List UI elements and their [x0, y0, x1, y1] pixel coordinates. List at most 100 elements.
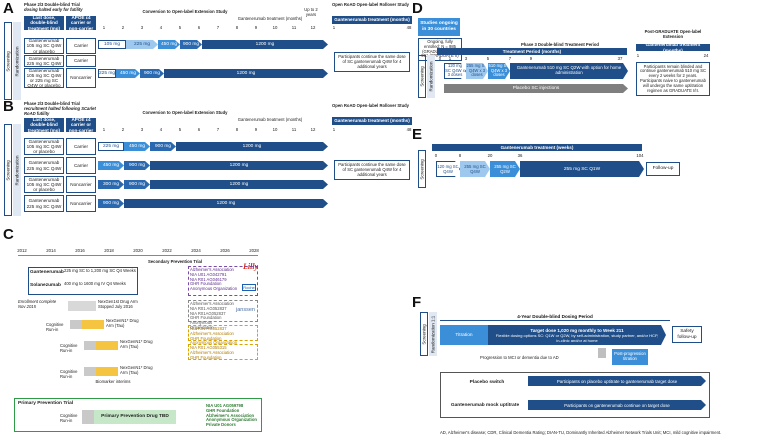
- tick-d-5: 9: [529, 56, 533, 61]
- dose-bar-b-2-2: 900 mg: [124, 161, 150, 170]
- post-note-d: Participants remain blinded and continue…: [636, 62, 710, 96]
- randomization-bar-d: Randomization: [427, 55, 435, 98]
- col-header-apoe-b: APOE ε4 carrier or non-carrier: [66, 117, 96, 133]
- switch-box-f: [440, 372, 710, 418]
- year-tick-c-1: 2014: [46, 248, 56, 253]
- studies-ongoing-d: Studies ongoing in 30 countries: [418, 18, 460, 36]
- enrollment-note-c: Enrollment complete Nov 2015: [18, 299, 57, 309]
- month-tick-a-11: 12: [310, 25, 316, 30]
- tick-e-0: 0: [434, 153, 438, 158]
- period-title-f: 4-Year Double-blind Dosing Period: [440, 313, 670, 321]
- rollover-tick-start-b: 1: [332, 127, 336, 132]
- month-tick-a-2: 3: [140, 25, 144, 30]
- tau-arm-label-1-c: NexGenN1* Drug Arm (Tau): [106, 318, 139, 328]
- dose-1-e: 120 mg SC Q4W: [436, 161, 460, 177]
- dose-bar-a-1-2: 225 mg: [126, 40, 158, 49]
- tick-e-4: 104: [636, 153, 644, 158]
- runin-bar-2-c: [84, 341, 96, 350]
- row-dose-b-1: Gantenerumab 105 mg SC Q4W or placebo: [24, 138, 64, 155]
- secondary-box-c: [28, 267, 138, 295]
- month-tick-b-1: 2: [121, 127, 125, 132]
- rollover-treatment-b: Gantenerumab treatment (months): [332, 117, 412, 125]
- row-apoe-a-3: Noncarrier: [66, 68, 96, 88]
- rollover-treatment-a: Gantenerumab treatment (months): [332, 16, 412, 24]
- month-tick-b-11: 12: [310, 127, 316, 132]
- month-tick-a-3: 4: [159, 25, 163, 30]
- runin-bar-1-c: [70, 320, 82, 329]
- dose-bar-b-1-3: 900 mg: [150, 142, 176, 151]
- footnote: AD, Alzheimer's disease; CDR, Clinical D…: [440, 430, 722, 435]
- col-header-dose-b: Last dose, double-blind treatment (mg): [24, 117, 64, 133]
- placebo-switch-bar-f: Participants on placebo uptitrate to gan…: [528, 376, 706, 386]
- primary-drug-c: Primary Prevention Drug TBD: [94, 410, 176, 424]
- cognitive-runin-2-c: Cognitive Run-in: [60, 343, 78, 353]
- cognitive-runin-1-c: Cognitive Run-in: [46, 322, 64, 332]
- panel-label-c: C: [3, 226, 14, 243]
- down-arrow-shaft-f: [598, 348, 606, 358]
- tick-d-2: 3: [464, 56, 468, 61]
- post-tick-end-d: 24: [703, 53, 709, 58]
- post-tick-start-d: 1: [636, 53, 640, 58]
- dose-3-e: 255 mg SC Q2W: [490, 161, 520, 177]
- month-tick-b-7: 8: [235, 127, 239, 132]
- primary-prevention-box-c: [14, 398, 262, 432]
- gantenerumab-dose-c: 225 mg SC to 1,200 mg SC Q4 Weeks: [64, 268, 136, 273]
- post-progression-f: Post-progression titration: [612, 349, 648, 365]
- dose-bar-a-3-1: 225 mg: [98, 69, 116, 78]
- treatment-months-b: Gantenerumab treatment (months): [237, 117, 303, 122]
- post-title-d: Post-GRADUATE Open-label Extension: [644, 29, 702, 39]
- month-tick-a-4: 5: [178, 25, 182, 30]
- trial-subtitle-a: dosing halted early for futility: [24, 7, 83, 12]
- tick-e-1: 8: [458, 153, 462, 158]
- month-tick-b-4: 5: [178, 127, 182, 132]
- dose-2-e: 255 mg SC Q4W: [460, 161, 490, 177]
- dose-bar-b-2-1: 450 mg: [98, 161, 124, 170]
- year-axis-line-c: [18, 255, 258, 256]
- row-dose-a-3: Gantenerumab 105 mg SC Q4W or 225 mg SC …: [24, 68, 64, 88]
- titration-f: Titration: [440, 325, 488, 345]
- month-tick-b-0: 1: [102, 127, 106, 132]
- row-apoe-b-2: Carrier: [66, 157, 96, 174]
- roche-logo: Roche: [242, 284, 256, 291]
- screening-bar-e: Screening: [418, 150, 426, 188]
- randomization-bar-f: Randomization 1:1: [429, 312, 437, 356]
- month-tick-a-9: 10: [272, 25, 278, 30]
- row-dose-b-4: Gantenerumab 225 mg SC Q4W: [24, 195, 64, 212]
- year-tick-c-4: 2020: [133, 248, 143, 253]
- tau-arm-label-2-c: NexGenN1* Drug Arm (Tau): [120, 339, 153, 349]
- biomarker-label-c: Biomarker interims: [95, 379, 131, 384]
- month-tick-b-6: 7: [216, 127, 220, 132]
- month-tick-b-2: 3: [140, 127, 144, 132]
- up-to-a: Up to 2 years: [304, 7, 318, 17]
- post-treatment-d: Gantenerumab treatment (months): [636, 42, 710, 53]
- dose-bar-b-1-2: 450 mg: [124, 142, 150, 151]
- tick-e-2: 20: [487, 153, 493, 158]
- stopped-arm-bar-c: [68, 301, 96, 311]
- dose-bar-a-1-1: 105 mg: [98, 40, 126, 49]
- col-header-dose-a: Last dose, double-blind treatment (mg): [24, 15, 64, 31]
- row-apoe-b-1: Carrier: [66, 138, 96, 155]
- screening-bar-d: Screening: [418, 55, 426, 98]
- dose-4-e: 255 mg SC Q1W: [520, 161, 644, 177]
- month-tick-a-0: 1: [102, 25, 106, 30]
- rollover-tick-start-a: 1: [332, 25, 336, 30]
- month-tick-a-10: 11: [291, 25, 297, 30]
- month-tick-b-9: 10: [272, 127, 278, 132]
- randomization-bar-a: Randomization: [13, 22, 21, 100]
- panel-label-a: A: [3, 0, 14, 17]
- year-tick-c-7: 2026: [220, 248, 230, 253]
- screening-bar-f: Screening: [420, 312, 428, 356]
- mock-uptitrate-bar-f: Participants on gantenerumab continue on…: [528, 400, 706, 410]
- tick-d-1: 1: [448, 56, 452, 61]
- primary-title-c: Primary Prevention Trial: [18, 401, 74, 406]
- randomization-bar-b: Randomization: [13, 124, 21, 216]
- tau-arm-label-3-c: NexGenN1* Drug Arm (Tau): [120, 365, 153, 375]
- month-tick-b-3: 4: [159, 127, 163, 132]
- safety-followup-f: Safety follow-up: [672, 326, 702, 343]
- primary-runin-bar-c: [82, 410, 94, 424]
- row-dose-a-2: Gantenerumab 225 mg SC Q4W: [24, 55, 64, 67]
